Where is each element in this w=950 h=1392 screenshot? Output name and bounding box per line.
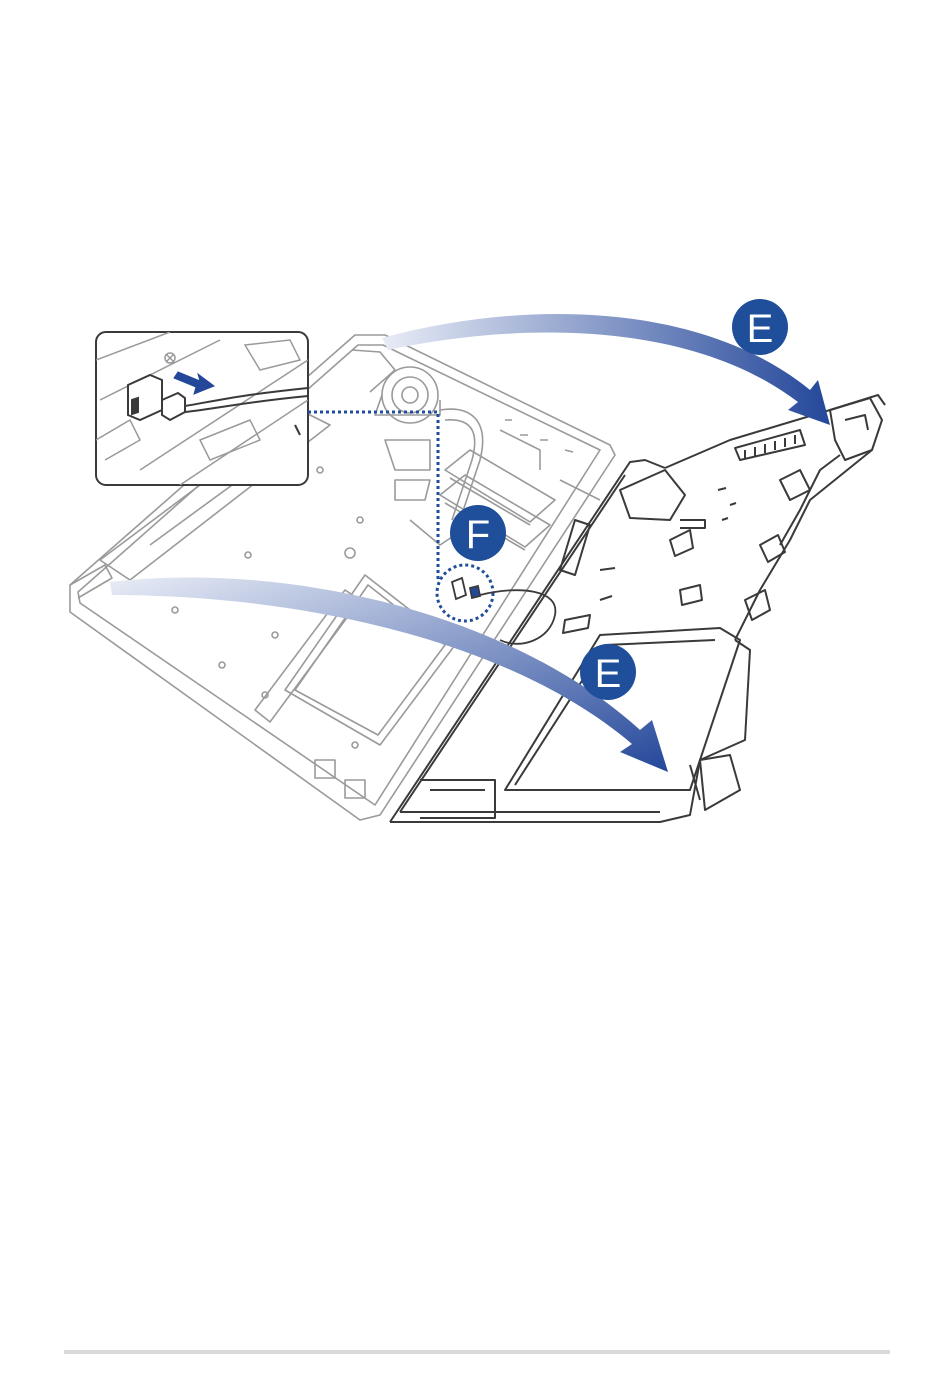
step-label: E: [595, 652, 622, 696]
step-badge-e-bottom: E: [580, 644, 636, 700]
fan-icon: [375, 367, 440, 423]
connector-inset: [96, 332, 308, 485]
step-label: E: [747, 307, 774, 351]
step-badge-f: F: [450, 505, 506, 561]
step-label: F: [466, 513, 490, 557]
step-badge-e-top: E: [732, 299, 788, 355]
footer-divider: [64, 1350, 890, 1354]
